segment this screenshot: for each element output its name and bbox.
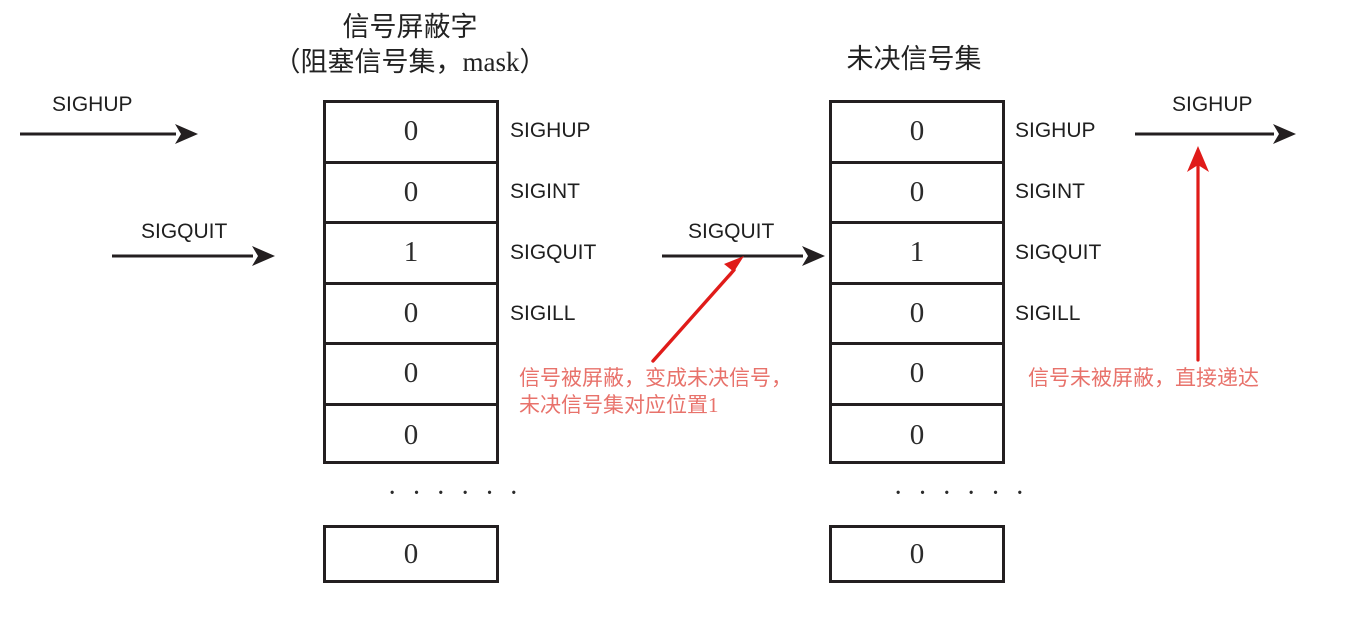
pending-column-title: 未决信号集	[846, 44, 982, 74]
table-row: 0	[326, 345, 496, 406]
pending-table-tail-box: 0	[829, 525, 1005, 583]
mask-signal-label-sigquit: SIGQUIT	[510, 241, 597, 264]
table-row: 0	[326, 103, 496, 164]
incoming-arrow-sighup	[18, 118, 198, 150]
cell-value: 1	[403, 236, 419, 269]
cell-value: 0	[403, 115, 419, 148]
cell-value: 0	[403, 537, 419, 570]
pending-signal-label-sigill: SIGILL	[1015, 302, 1081, 325]
table-row: 0	[326, 406, 496, 467]
cell-value: 0	[403, 296, 419, 329]
cell-value: 0	[403, 357, 419, 390]
mask-column-title: 信号屏蔽字 （阻塞信号集，mask）	[228, 10, 592, 79]
middle-arrow-sigquit-label: SIGQUIT	[688, 220, 775, 243]
cell-value: 0	[909, 175, 925, 208]
red-annotation-blocked-line1: 信号被屏蔽，变成未决信号，	[519, 366, 792, 390]
cell-value: 0	[909, 419, 925, 452]
incoming-arrow-sigquit-label: SIGQUIT	[141, 220, 228, 243]
cell-value: 0	[909, 537, 925, 570]
mask-signal-label-sigill: SIGILL	[510, 302, 576, 325]
mask-title-line2: （阻塞信号集，mask）	[273, 46, 547, 77]
table-row: 0	[832, 406, 1002, 467]
mask-table-ellipsis: · · · · · ·	[387, 478, 523, 509]
incoming-arrow-sighup-label: SIGHUP	[52, 93, 133, 116]
pending-signal-label-sigint: SIGINT	[1015, 180, 1086, 203]
pending-signal-label-sighup: SIGHUP	[1015, 119, 1096, 142]
red-annotation-delivered: 信号未被屏蔽，直接递达	[1028, 365, 1259, 392]
outgoing-arrow-sighup-label: SIGHUP	[1172, 93, 1253, 116]
cell-value: 0	[403, 175, 419, 208]
table-row: 1	[326, 224, 496, 285]
table-row: 0	[832, 345, 1002, 406]
table-row: 1	[832, 224, 1002, 285]
table-row: 0	[326, 164, 496, 224]
table-row: 0	[832, 103, 1002, 164]
pending-signal-table: 0 0 1 0 0 0	[829, 100, 1005, 464]
red-annotation-arrow-delivered	[1178, 142, 1218, 362]
cell-value: 1	[909, 236, 925, 269]
incoming-arrow-sigquit	[110, 240, 275, 272]
red-annotation-blocked: 信号被屏蔽，变成未决信号， 未决信号集对应位置1	[519, 365, 792, 419]
cell-value: 0	[909, 357, 925, 390]
table-row: 0	[832, 164, 1002, 224]
middle-arrow-sigquit	[660, 240, 825, 272]
cell-value: 0	[909, 115, 925, 148]
red-annotation-arrow-blocked	[630, 248, 760, 368]
mask-title-line1: 信号屏蔽字	[342, 12, 478, 42]
outgoing-arrow-sighup	[1133, 118, 1296, 150]
cell-value: 0	[403, 419, 419, 452]
red-annotation-delivered-line1: 信号未被屏蔽，直接递达	[1028, 366, 1259, 390]
pending-signal-label-sigquit: SIGQUIT	[1015, 241, 1102, 264]
red-annotation-blocked-line2: 未决信号集对应位置1	[519, 392, 719, 417]
mask-signal-table: 0 0 1 0 0 0	[323, 100, 499, 464]
mask-signal-label-sigint: SIGINT	[510, 180, 581, 203]
cell-value: 0	[909, 296, 925, 329]
pending-table-ellipsis: · · · · · ·	[893, 478, 1029, 509]
mask-signal-label-sighup: SIGHUP	[510, 119, 591, 142]
table-row: 0	[832, 285, 1002, 345]
table-row: 0	[326, 285, 496, 345]
mask-table-tail-box: 0	[323, 525, 499, 583]
